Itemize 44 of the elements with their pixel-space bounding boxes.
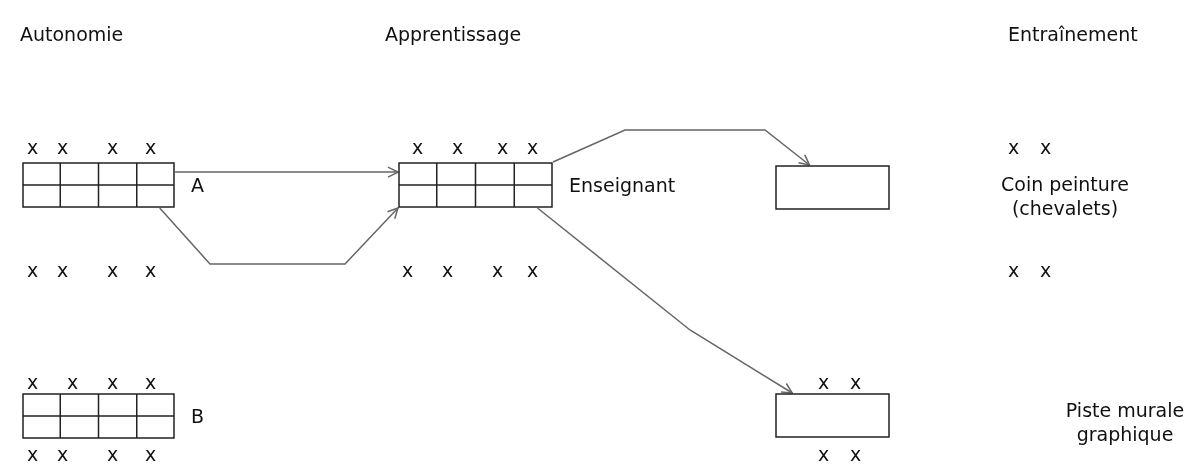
- arrow: [174, 166, 399, 178]
- student-mark: x: [527, 258, 539, 282]
- student-mark: x: [67, 370, 79, 394]
- student-mark: x: [107, 370, 119, 394]
- table-label: A: [191, 173, 204, 197]
- student-mark: x: [107, 258, 119, 282]
- student-mark: x: [452, 135, 464, 159]
- student-mark: x: [1008, 135, 1020, 159]
- student-mark: x: [57, 442, 69, 466]
- area-label: Piste murale graphique: [1064, 398, 1186, 446]
- student-mark: x: [107, 135, 119, 159]
- student-mark: x: [1040, 258, 1052, 282]
- student-mark: x: [527, 135, 539, 159]
- student-mark: x: [57, 135, 69, 159]
- student-mark: x: [145, 370, 157, 394]
- student-mark: x: [492, 258, 504, 282]
- column-heading: Autonomie: [20, 22, 124, 46]
- student-mark: x: [497, 135, 509, 159]
- student-mark: x: [145, 442, 157, 466]
- student-mark: x: [57, 258, 69, 282]
- column-heading: Apprentissage: [385, 22, 522, 46]
- student-mark: x: [27, 442, 39, 466]
- arrow: [158, 207, 399, 265]
- area-label: Coin peinture (chevalets): [1000, 172, 1130, 220]
- student-mark: x: [412, 135, 424, 159]
- arrow: [552, 129, 811, 166]
- student-mark: x: [145, 258, 157, 282]
- column-heading: Entraînement: [1008, 22, 1138, 46]
- student-mark: x: [818, 370, 830, 394]
- student-mark: x: [27, 258, 39, 282]
- student-mark: x: [145, 135, 157, 159]
- arrow: [536, 207, 793, 394]
- table-label: Enseignant: [569, 173, 676, 197]
- student-mark: x: [1040, 135, 1052, 159]
- student-mark: x: [1008, 258, 1020, 282]
- student-mark: x: [818, 442, 830, 466]
- student-mark: x: [402, 258, 414, 282]
- table-label: B: [191, 404, 205, 428]
- student-mark: x: [850, 442, 862, 466]
- student-mark: x: [27, 370, 39, 394]
- student-mark: x: [107, 442, 119, 466]
- student-mark: x: [442, 258, 454, 282]
- student-mark: x: [850, 370, 862, 394]
- student-mark: x: [27, 135, 39, 159]
